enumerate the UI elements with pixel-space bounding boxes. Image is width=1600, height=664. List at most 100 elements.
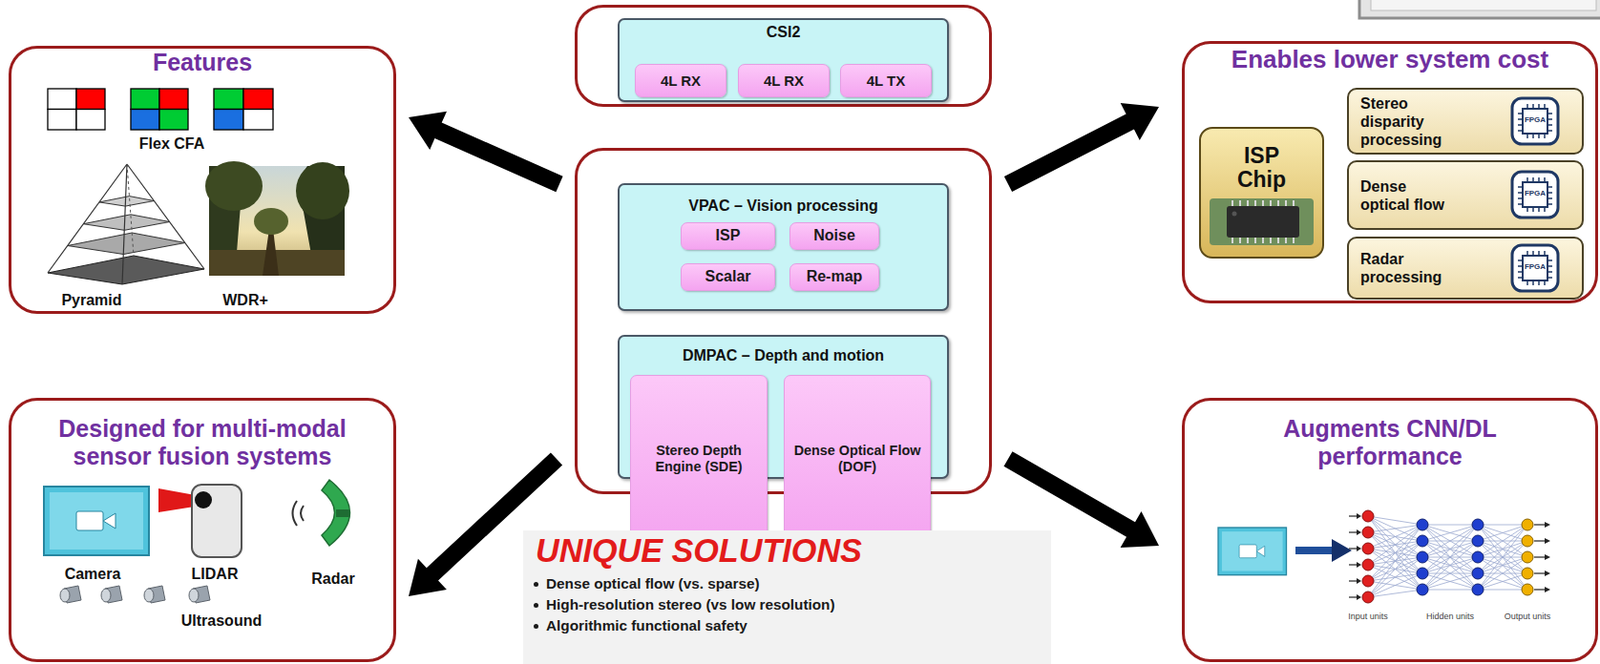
network-unit <box>1362 575 1374 588</box>
network-unit <box>1472 584 1484 596</box>
network-unit <box>1521 535 1534 548</box>
input-arrow <box>1348 531 1358 533</box>
output-arrow <box>1544 538 1551 545</box>
network-link <box>1368 525 1423 566</box>
camera-icon <box>1239 545 1257 559</box>
label-holder: Flex CFA <box>105 134 239 154</box>
fpga-task-box: Dense optical flow FPGA <box>1347 160 1584 231</box>
network-unit <box>1362 543 1374 555</box>
cfa-pattern <box>76 88 106 110</box>
network-link <box>1422 525 1478 574</box>
lidar-icon <box>191 484 242 558</box>
ultrasound-sensors <box>144 589 154 603</box>
panel-title: Features <box>11 48 394 77</box>
function-pill: ISP <box>680 222 776 251</box>
label-holder: LIDAR <box>167 565 263 585</box>
panel-title: Enables lower system cost <box>1184 45 1596 75</box>
label-holder: FPGA <box>1515 189 1555 199</box>
input-arrow <box>1356 578 1362 585</box>
cnn-panel: Augments CNN/DL performance <box>1181 398 1599 663</box>
icon-text: FPGA <box>1515 115 1555 126</box>
ultrasound-sensors <box>101 589 111 603</box>
network-link <box>1422 573 1478 590</box>
network-link <box>1368 589 1423 598</box>
input-arrow <box>1348 596 1358 598</box>
solutions-bullet: High-resolution stereo (vs low resolutio… <box>523 594 1052 616</box>
network-link <box>1422 573 1478 590</box>
cfa-pattern <box>47 109 77 131</box>
network-link <box>1477 525 1528 590</box>
port-pill: 4L RX <box>737 63 830 98</box>
output-arrow <box>1534 524 1546 526</box>
network-unit <box>1416 535 1429 548</box>
lidar-icon <box>158 484 242 558</box>
camera-icon <box>76 511 104 531</box>
pill-label: 4L TX <box>863 72 909 89</box>
network-link <box>1422 525 1478 574</box>
task-label: Radar processing <box>1360 250 1449 287</box>
input-arrow <box>1348 515 1358 517</box>
layer-label: Hidden units <box>1416 611 1484 623</box>
network-unit <box>1362 559 1374 571</box>
layer-label: Output units <box>1494 611 1561 623</box>
network-link <box>1368 516 1423 574</box>
network-link <box>1422 557 1478 590</box>
ultrasound-sensors <box>189 589 199 603</box>
output-arrow <box>1544 587 1551 593</box>
output-arrow <box>1544 570 1551 577</box>
label-holder: Radar <box>290 569 377 590</box>
network-unit <box>1521 551 1534 564</box>
label-holder: Pyramid <box>34 291 149 311</box>
network-link <box>1477 589 1528 591</box>
input-arrow <box>1356 594 1362 601</box>
network-unit <box>1362 591 1374 604</box>
cfa-pattern <box>130 88 160 110</box>
network-link <box>1422 525 1478 527</box>
neural-network <box>1348 510 1551 604</box>
network-link <box>1477 525 1528 574</box>
radar-icon <box>336 509 350 518</box>
output-arrow <box>1534 540 1546 542</box>
function-pill: Re-map <box>789 263 880 292</box>
flow-arrow <box>408 111 564 193</box>
pill-label: Scalar <box>701 268 754 286</box>
radar-icon <box>321 480 351 547</box>
wdr-painting <box>295 162 350 220</box>
network-unit <box>1521 519 1534 531</box>
block-title: VPAC – Vision processing <box>619 196 948 216</box>
input-arrow <box>1348 580 1358 582</box>
wdr-painting <box>253 208 289 235</box>
network-link <box>1477 557 1528 590</box>
network-link <box>1368 525 1423 582</box>
pill-label: Dense Optical Flow (DOF) <box>784 442 930 475</box>
network-link <box>1422 525 1478 558</box>
sensor-label: Camera <box>35 565 150 585</box>
network-link <box>1422 541 1478 590</box>
input-arrow <box>1348 564 1358 566</box>
dmpac-block: Stereo Depth Engine (SDE)Dense Optical F… <box>617 335 949 480</box>
network-link <box>1477 525 1528 590</box>
network-unit <box>1416 519 1429 531</box>
pyramid-figure <box>67 232 186 255</box>
solutions-bullet: Dense optical flow (vs. sparse) <box>523 573 1052 595</box>
network-link <box>1368 557 1423 598</box>
fpga-icon <box>1512 98 1558 145</box>
icon-text: FPGA <box>1515 262 1555 273</box>
input-arrow <box>1356 546 1362 552</box>
network-unit <box>1362 510 1374 523</box>
network-link <box>1422 525 1478 542</box>
output-arrow <box>1534 556 1546 558</box>
pill-label: 4L RX <box>760 72 807 89</box>
fpga-task-box: Stereo disparity processingFPGA <box>1347 87 1584 155</box>
camera-icon <box>1221 531 1284 571</box>
task-label: Dense optical flow <box>1360 177 1449 214</box>
sensor-label: Ultrasound <box>154 611 289 632</box>
figure-caption: Pyramid <box>34 291 149 311</box>
network-link <box>1477 573 1528 590</box>
network-unit <box>1521 584 1534 596</box>
flow-arrow <box>1295 547 1334 555</box>
camera-icon <box>1256 546 1264 557</box>
lidar-icon <box>194 491 212 509</box>
pyramid-figure <box>47 255 205 285</box>
icon-text: FPGA <box>1515 189 1555 199</box>
